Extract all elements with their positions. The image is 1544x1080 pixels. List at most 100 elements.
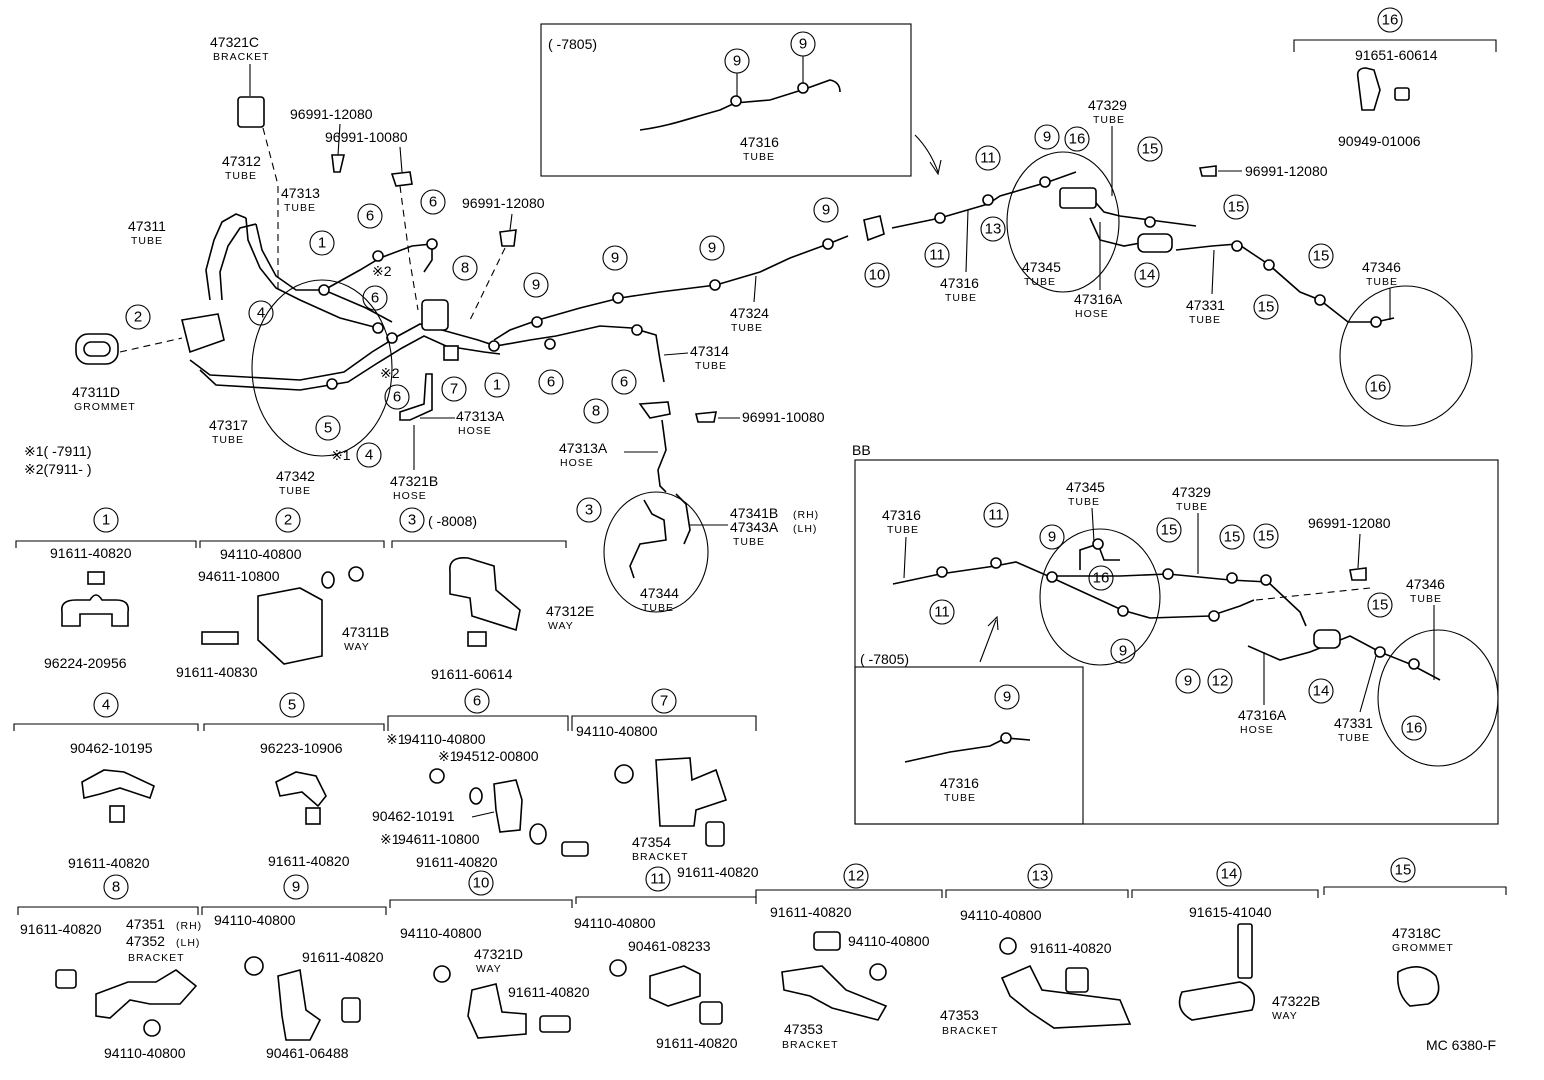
svg-text:6: 6 xyxy=(547,374,555,391)
svg-text:8: 8 xyxy=(112,879,120,896)
tube-47344-pn: 47344 xyxy=(640,585,679,601)
svg-text:47321D: 47321D xyxy=(474,946,523,962)
tube-47313-pn: 47313 xyxy=(281,185,320,201)
svg-text:11: 11 xyxy=(934,604,950,621)
svg-text:※1: ※1 xyxy=(380,831,400,847)
svg-text:13: 13 xyxy=(985,221,1002,238)
svg-text:91611-40820: 91611-40820 xyxy=(268,853,350,869)
svg-text:6: 6 xyxy=(393,389,401,406)
svg-text:91611-40820: 91611-40820 xyxy=(416,854,498,870)
svg-text:9: 9 xyxy=(1003,689,1011,706)
svg-text:12: 12 xyxy=(1212,673,1229,690)
tube-47311-name: TUBE xyxy=(131,235,163,247)
svg-text:TUBE: TUBE xyxy=(1068,496,1100,508)
tube-47342-pn: 47342 xyxy=(276,468,315,484)
clip-96991-10080-b: 96991-10080 xyxy=(742,409,825,425)
svg-text:47316A: 47316A xyxy=(1238,707,1287,723)
detail-row-3: 8 91611-40820 47351 (RH) 47352 (LH) BRAC… xyxy=(17,857,1507,1061)
clip-icon xyxy=(390,171,413,187)
svg-text:11: 11 xyxy=(929,247,945,264)
tube-47331-pn: 47331 xyxy=(1186,297,1225,313)
svg-text:47311D: 47311D xyxy=(72,384,120,400)
svg-text:16: 16 xyxy=(1093,570,1110,587)
svg-text:47354: 47354 xyxy=(632,834,671,850)
svg-text:TUBE: TUBE xyxy=(944,792,976,804)
tube-47311-pn: 47311 xyxy=(128,218,166,234)
svg-text:94110-40800: 94110-40800 xyxy=(848,933,930,949)
front-right-hub-outline xyxy=(603,491,709,613)
svg-text:TUBE: TUBE xyxy=(1338,732,1370,744)
svg-text:9: 9 xyxy=(611,250,619,267)
svg-text:WAY: WAY xyxy=(344,641,370,653)
bb-sub-inset xyxy=(854,666,1084,825)
svg-text:GROMMET: GROMMET xyxy=(1392,942,1454,954)
svg-text:47331: 47331 xyxy=(1334,715,1373,731)
detail-row-2: 4 90462-10195 91611-40820 5 96223-10906 … xyxy=(13,688,759,880)
svg-text:9: 9 xyxy=(708,240,716,257)
tube-47341B-side: (RH) xyxy=(793,509,819,521)
detail-row-1: 1 91611-40820 96224-20956 2 94110-40800 … xyxy=(15,507,594,682)
svg-text:13: 13 xyxy=(1032,868,1049,885)
tube-47314-name: TUBE xyxy=(695,360,727,372)
svg-text:9: 9 xyxy=(822,202,830,219)
svg-text:15: 15 xyxy=(1142,141,1159,158)
bb-sub-tube xyxy=(904,737,1031,763)
svg-text:91611-40820: 91611-40820 xyxy=(656,1035,738,1051)
svg-text:11: 11 xyxy=(650,871,666,888)
svg-text:BRACKET: BRACKET xyxy=(128,952,185,964)
svg-text:15: 15 xyxy=(1228,199,1245,216)
tube-47341B-pn: 47341B xyxy=(730,505,778,521)
hose-47316A-name: HOSE xyxy=(1075,308,1109,320)
inset-top-callout-9b: 9 xyxy=(790,31,816,83)
svg-text:15: 15 xyxy=(1313,248,1330,265)
svg-text:47322B: 47322B xyxy=(1272,993,1320,1009)
svg-text:4: 4 xyxy=(257,305,265,322)
tube-47341B-47343A-name: TUBE xyxy=(733,536,765,548)
svg-text:15: 15 xyxy=(1161,522,1178,539)
tube-47342-name: TUBE xyxy=(279,485,311,497)
tube-47312-pn: 47312 xyxy=(222,153,261,169)
svg-text:16: 16 xyxy=(1069,131,1086,148)
note-1: ※1( -7911) xyxy=(24,443,92,459)
svg-text:15: 15 xyxy=(1224,529,1241,546)
svg-text:47311B: 47311B xyxy=(342,624,389,640)
svg-text:91615-41040: 91615-41040 xyxy=(1189,904,1272,920)
tube-47313-name: TUBE xyxy=(284,202,316,214)
svg-text:9: 9 xyxy=(1048,529,1056,546)
svg-text:96223-10906: 96223-10906 xyxy=(260,740,343,756)
tube-47329-pn: 47329 xyxy=(1088,97,1127,113)
inset-box-top xyxy=(540,23,912,177)
svg-text:8: 8 xyxy=(461,260,469,277)
svg-text:3: 3 xyxy=(585,502,593,519)
grommet-47311D: 47311D GROMMET xyxy=(72,333,183,413)
svg-text:94110-40800: 94110-40800 xyxy=(576,723,658,739)
svg-text:6: 6 xyxy=(371,290,379,307)
svg-text:BRACKET: BRACKET xyxy=(782,1039,839,1051)
svg-text:94110-40800: 94110-40800 xyxy=(574,915,656,931)
tube-47345-name: TUBE xyxy=(1024,276,1056,288)
hose-47313A-b-pn: 47313A xyxy=(559,440,608,456)
svg-text:9: 9 xyxy=(1184,673,1192,690)
way-14-icon xyxy=(1137,233,1173,253)
svg-text:47345: 47345 xyxy=(1066,479,1105,495)
svg-text:91611-60614: 91611-60614 xyxy=(431,666,513,682)
tube-47324-name: TUBE xyxy=(731,322,763,334)
svg-text:91611-40820: 91611-40820 xyxy=(50,545,132,561)
svg-text:47352: 47352 xyxy=(126,933,165,949)
svg-text:14: 14 xyxy=(1139,267,1156,284)
inset-top-tube-name: TUBE xyxy=(743,151,775,163)
hose-47313A-a-pn: 47313A xyxy=(456,408,505,424)
svg-text:BRACKET: BRACKET xyxy=(632,851,689,863)
svg-text:91651-60614: 91651-60614 xyxy=(1355,47,1438,63)
svg-text:91611-40820: 91611-40820 xyxy=(677,864,759,880)
svg-text:TUBE: TUBE xyxy=(1176,501,1208,513)
clip-icon xyxy=(499,229,517,247)
clip-96991-12080-b: 96991-12080 xyxy=(462,195,545,211)
svg-text:WAY: WAY xyxy=(548,620,574,632)
svg-text:94110-40800: 94110-40800 xyxy=(404,731,486,747)
svg-text:47316: 47316 xyxy=(940,775,979,791)
bb-title: BB xyxy=(852,442,871,458)
svg-text:47329: 47329 xyxy=(1172,484,1211,500)
svg-text:94611-10800: 94611-10800 xyxy=(198,568,280,584)
